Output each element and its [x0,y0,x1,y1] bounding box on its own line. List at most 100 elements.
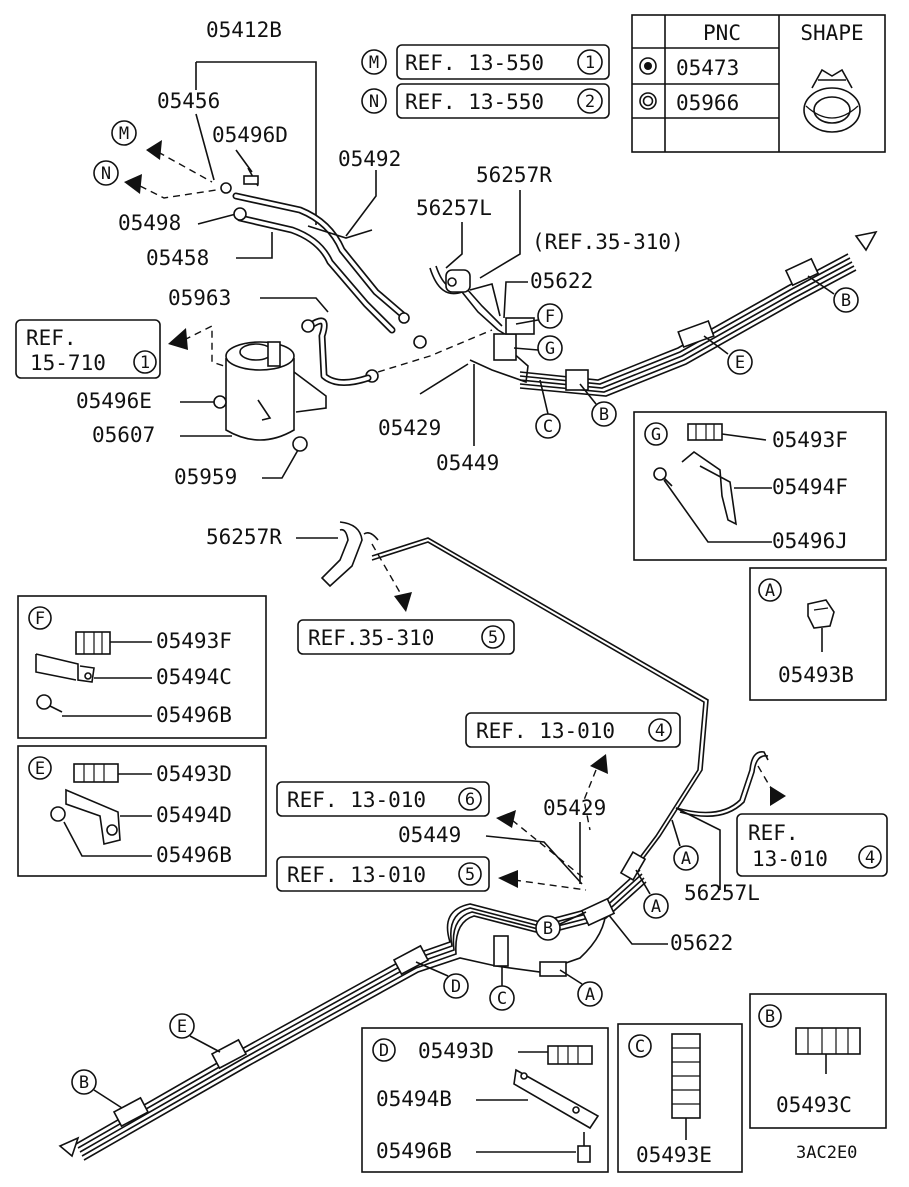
ref-13-4b-line1[interactable]: REF. [748,821,799,845]
svg-text:B: B [543,919,553,939]
svg-text:B: B [599,405,609,425]
label-05429-top: 05429 [378,416,441,440]
callout-a-bot-3: A [559,969,603,1007]
detail-box-c: C 05493E [617,1023,743,1173]
label-56257R-mid: 56257R [206,525,282,549]
svg-text:05493E: 05493E [636,1143,712,1167]
label-05429-bot: 05429 [543,796,606,820]
detail-box-f: F 05493F 05494C 05496B [17,595,267,739]
callout-e-top: E [703,335,753,375]
svg-text:05496B: 05496B [156,843,232,867]
svg-text:E: E [35,759,45,779]
ref-m-text[interactable]: REF. 13-550 [405,51,544,75]
ref-n-num: 2 [585,92,595,112]
fuel-lines-bottom [58,851,647,1161]
single-ring-icon [639,57,657,75]
svg-text:05494D: 05494D [156,803,232,827]
svg-text:05494C: 05494C [156,665,232,689]
ref-13-6-text[interactable]: REF. 13-010 [287,788,426,812]
mid-fuel-line [320,521,709,861]
label-05456: 05456 [157,89,220,113]
svg-text:05493D: 05493D [418,1039,494,1063]
callout-b-bot-left: B [71,1069,123,1109]
svg-text:E: E [177,1017,187,1037]
ref-13-4a-num: 4 [655,721,665,741]
ref-13-5-num: 5 [465,865,475,885]
svg-text:A: A [765,581,775,601]
double-ring-icon [639,92,657,110]
callout-a-bot-2: A [635,869,669,919]
ref-13-010-6-box: REF. 13-010 6 [276,781,490,817]
label-05622-bot: 05622 [670,931,733,955]
ref-m-row: M REF. 13-550 1 [361,44,610,80]
svg-text:05493B: 05493B [778,663,854,687]
label-05496D: 05496D [212,123,288,147]
svg-text:05493C: 05493C [776,1093,852,1117]
callout-m: M [369,53,379,73]
callout-d-bot: D [415,961,469,999]
ref-35-310-top[interactable]: (REF.35-310) [532,230,684,254]
callout-m-arrow: M [111,120,213,183]
callout-b-bot: B [535,911,587,941]
shape-header: SHAPE [800,21,863,45]
ref-n-text[interactable]: REF. 13-550 [405,90,544,114]
hose-clamp-shape-icon [803,68,861,133]
detail-box-d: D 05493D 05494B 05496B [361,1027,609,1173]
callout-g-top: G [513,335,563,361]
svg-text:G: G [545,339,555,359]
label-05622-top: 05622 [530,269,593,293]
label-05412B: 05412B [206,18,282,42]
fuel-lines-top [429,230,878,397]
svg-text:B: B [79,1073,89,1093]
callout-c-bot: C [489,966,515,1011]
detail-box-a: A 05493B [749,567,887,701]
detail-box-g: G 05493F 05494F 05496J [633,411,887,561]
ref-13-010-4a-box: REF. 13-010 4 [465,712,681,748]
callout-b-top-right: B [807,275,859,313]
svg-text:A: A [585,985,595,1005]
svg-text:05493D: 05493D [156,762,232,786]
svg-text:05494B: 05494B [376,1087,452,1111]
svg-text:E: E [735,353,745,373]
ref-13-010-5-box: REF. 13-010 5 [276,856,490,892]
pnc-row-1: 05473 [676,56,739,80]
ref-13-4b-line2[interactable]: 13-010 [752,847,828,871]
pnc-header: PNC [703,21,741,45]
canister [225,317,379,452]
callout-e-bot: E [169,1013,221,1053]
label-56257L-bot: 56257L [684,881,760,905]
ref-15-710-box: REF. 15-710 1 [15,319,161,379]
callout-f-top: F [515,303,563,329]
svg-text:D: D [451,977,461,997]
svg-text:05493F: 05493F [772,428,848,452]
svg-text:F: F [35,609,45,629]
ref-13-4b-num: 4 [865,848,875,868]
label-05449-bot: 05449 [398,823,461,847]
ref-13-4a-text[interactable]: REF. 13-010 [476,719,615,743]
callout-a-bot-1: A [671,819,699,871]
label-56257L-top: 56257L [416,196,492,220]
label-05959: 05959 [174,465,237,489]
svg-text:C: C [497,989,507,1009]
ref-15-line1[interactable]: REF. [26,326,77,350]
svg-text:05496B: 05496B [156,703,232,727]
label-05449-top: 05449 [436,451,499,475]
svg-text:C: C [635,1037,645,1057]
svg-text:M: M [119,124,129,144]
detail-box-b: B 05493C [749,993,887,1129]
callout-n: N [369,92,379,112]
svg-text:05494F: 05494F [772,475,848,499]
ref-m-num: 1 [585,53,595,73]
label-05607: 05607 [92,423,155,447]
svg-text:05496B: 05496B [376,1139,452,1163]
label-05498: 05498 [118,211,181,235]
ref-15-line2[interactable]: 15-710 [30,351,106,375]
label-05458: 05458 [146,246,209,270]
ref-13-5-text[interactable]: REF. 13-010 [287,863,426,887]
ref-15-num: 1 [140,353,150,373]
ref-35-mid-text[interactable]: REF.35-310 [308,626,434,650]
svg-text:05496J: 05496J [772,529,848,553]
svg-text:D: D [379,1041,389,1061]
svg-text:A: A [651,897,661,917]
